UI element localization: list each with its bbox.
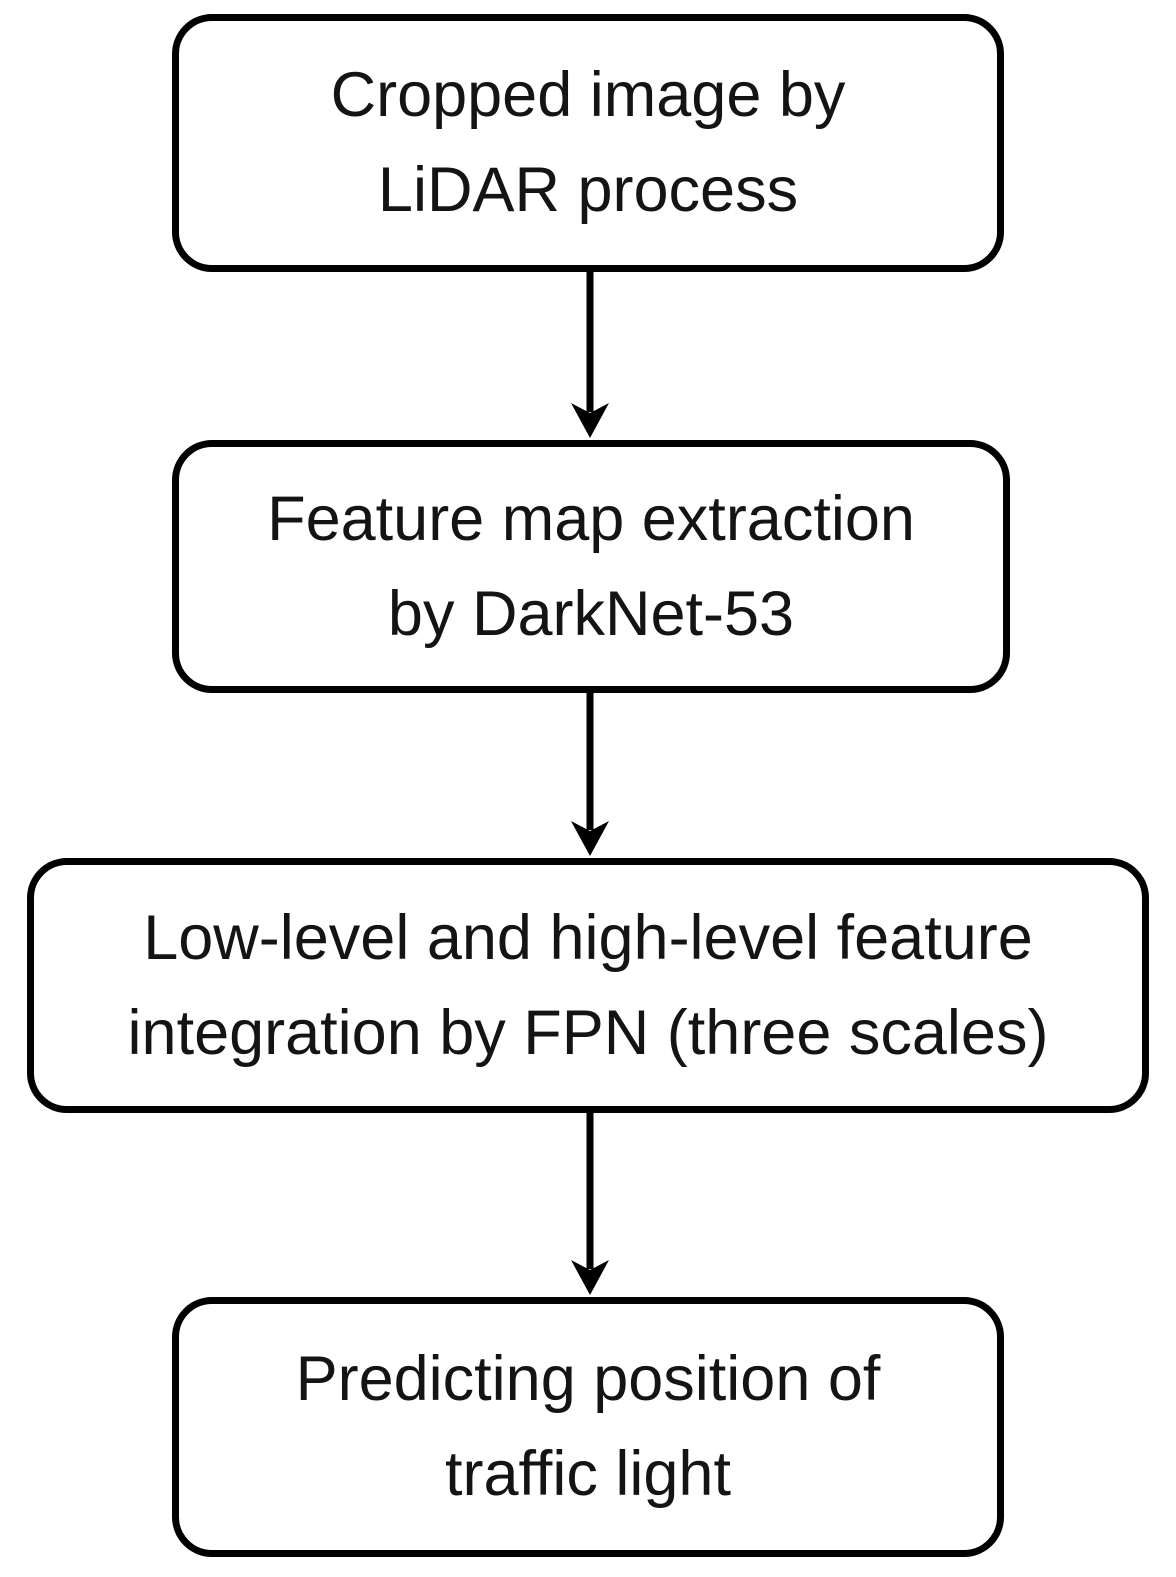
arrow-down-icon [571, 1113, 609, 1295]
flow-node-predict-traffic-light-position: Predicting position of traffic light [172, 1297, 1004, 1557]
node-text-line: LiDAR process [377, 155, 799, 225]
node-text-line: Feature map extraction [267, 483, 915, 554]
flow-node-fpn-feature-integration: Low-level and high-level feature integra… [27, 858, 1149, 1113]
node-text-line: integration by FPN (three scales) [127, 997, 1049, 1068]
node-text-line: Cropped image by [330, 60, 846, 130]
flow-node-feature-map-extraction: Feature map extraction by DarkNet-53 [172, 440, 1010, 693]
arrow-down-icon [571, 272, 609, 438]
arrow-down-icon [571, 693, 609, 856]
node-text-line: by DarkNet-53 [387, 578, 795, 649]
node-text-line: traffic light [445, 1439, 731, 1509]
flow-node-cropped-image-by-lidar: Cropped image by LiDAR process [172, 14, 1004, 272]
node-text-line: Low-level and high-level feature [143, 902, 1033, 973]
node-text-line: Predicting position of [295, 1344, 881, 1414]
